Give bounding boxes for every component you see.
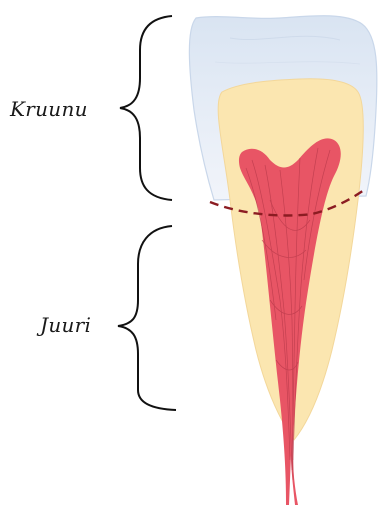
crown-label: Kruunu	[10, 97, 88, 121]
root-brace	[118, 226, 176, 410]
crown-brace	[120, 16, 172, 200]
root-label: Juuri	[40, 313, 91, 337]
